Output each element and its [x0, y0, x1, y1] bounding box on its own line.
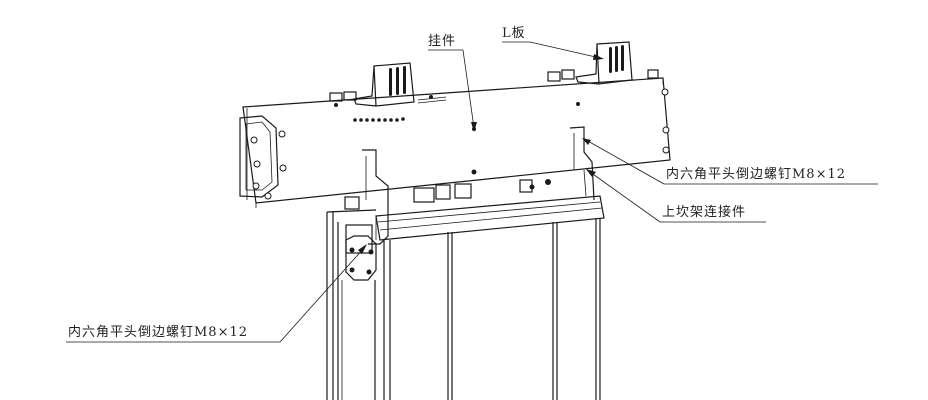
hanger-plate — [239, 69, 671, 210]
top-sill-connector — [375, 195, 605, 241]
label-hanger: 挂件 — [428, 34, 457, 49]
l-plate-right — [575, 41, 633, 85]
label-l-plate: L板 — [502, 26, 526, 41]
label-screw-left: 内六角平头倒边螺钉M8×12 — [68, 325, 249, 340]
leader-lines — [66, 41, 878, 343]
label-screw-right: 内六角平头倒边螺钉M8×12 — [666, 167, 847, 182]
hanger-bracket-right — [569, 126, 595, 201]
l-plate-left — [353, 62, 415, 107]
door-frame — [326, 209, 601, 400]
label-top-sill-connector: 上坎架连接件 — [662, 205, 747, 220]
